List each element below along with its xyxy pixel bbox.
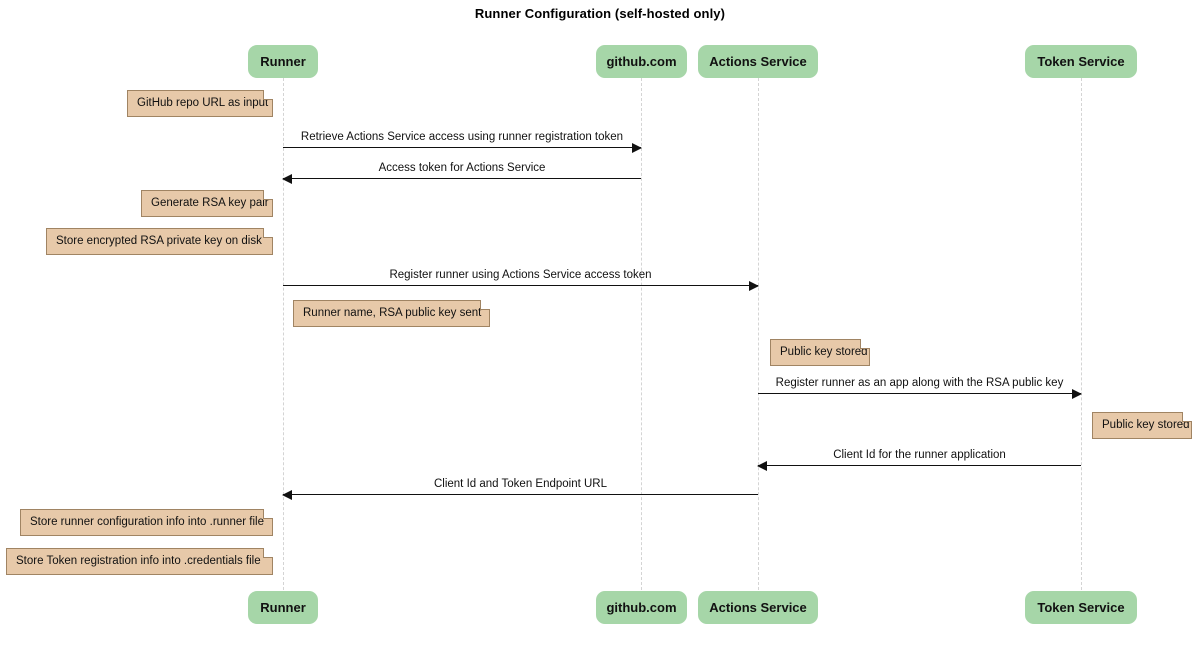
participant-runner-top[interactable]: Runner [248,45,318,78]
message-label: Client Id for the runner application [833,449,1006,461]
note-text: Public key stored [1102,419,1190,431]
note-fold-icon [263,190,273,200]
lifeline-github [641,78,642,590]
message-arrow [283,143,642,153]
note-text: Public key stored [780,346,868,358]
note-fold-icon [1182,412,1192,422]
message-label: Register runner using Actions Service ac… [389,269,652,281]
lifeline-actions [758,78,759,590]
participant-token-top[interactable]: Token Service [1025,45,1137,78]
participant-actions-top[interactable]: Actions Service [698,45,818,78]
participant-github-top[interactable]: github.com [596,45,687,78]
note-fold-icon [263,228,273,238]
note-text: Store encrypted RSA private key on disk [56,235,262,247]
message-arrow [283,281,759,291]
note-fold-icon [263,548,273,558]
arrowhead-icon [749,281,759,291]
arrowhead-icon [282,174,292,184]
lifeline-token [1081,78,1082,590]
message-arrow [757,461,1081,471]
arrowhead-icon [1072,389,1082,399]
participant-token-bottom[interactable]: Token Service [1025,591,1137,624]
note-fold-icon [263,90,273,100]
note-fold-icon [480,300,490,310]
note-text: Store Token registration info into .cred… [16,555,261,567]
arrowhead-icon [632,143,642,153]
note: Store runner configuration info into .ru… [20,509,273,536]
note: Store Token registration info into .cred… [6,548,273,575]
participant-actions-bottom[interactable]: Actions Service [698,591,818,624]
note: Public key stored [770,339,870,366]
note-text: Generate RSA key pair [151,197,269,209]
note-fold-icon [263,509,273,519]
note: GitHub repo URL as input [127,90,273,117]
participant-runner-bottom[interactable]: Runner [248,591,318,624]
participant-github-bottom[interactable]: github.com [596,591,687,624]
message-label: Register runner as an app along with the… [775,377,1064,389]
arrowhead-icon [282,490,292,500]
note-fold-icon [860,339,870,349]
page-title: Runner Configuration (self-hosted only) [474,6,726,21]
message-arrow [758,389,1082,399]
lifeline-runner [283,78,284,590]
message-label: Access token for Actions Service [378,162,546,174]
note: Runner name, RSA public key sent [293,300,490,327]
note: Public key stored [1092,412,1192,439]
note: Store encrypted RSA private key on disk [46,228,273,255]
note: Generate RSA key pair [141,190,273,217]
message-arrow [282,490,758,500]
note-text: Store runner configuration info into .ru… [30,516,264,528]
note-text: Runner name, RSA public key sent [303,307,482,319]
message-arrow [282,174,641,184]
arrowhead-icon [757,461,767,471]
message-label: Retrieve Actions Service access using ru… [300,131,624,143]
note-text: GitHub repo URL as input [137,97,269,109]
message-label: Client Id and Token Endpoint URL [433,478,608,490]
